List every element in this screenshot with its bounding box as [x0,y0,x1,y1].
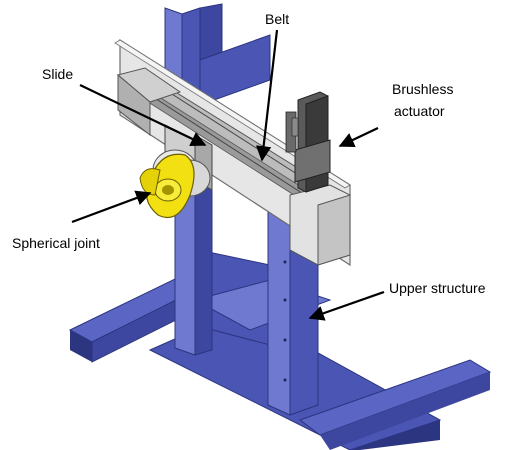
slide-label: Slide [42,66,74,82]
leader-arrows [71,29,385,321]
right-end-housing [289,184,351,266]
slide-arrow [79,84,207,146]
left-end-housing [116,67,182,137]
belt-arrow [255,29,279,162]
belt-label: Belt [265,11,290,27]
spherical-joint [139,149,211,219]
brushless-actuator-label-line1: Brushless [392,81,454,97]
brushless-actuator [285,91,331,193]
spherical-joint-label: Spherical joint [12,235,100,251]
left-column [174,179,213,356]
brushless-actuator-arrow [338,127,379,148]
upper-structure-arrow [308,290,385,321]
upper-structure-label: Upper structure [389,280,486,296]
brushless-actuator-label-line2: actuator [394,103,445,119]
spherical-joint-arrow [71,190,152,224]
